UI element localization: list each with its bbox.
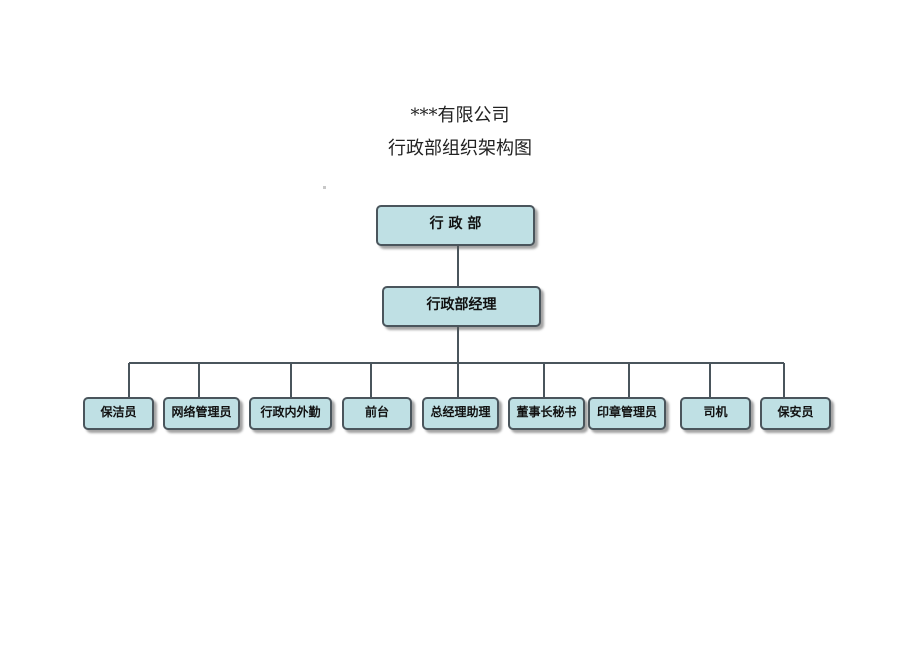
node-staff: 保安员 xyxy=(760,397,831,430)
chart-title: 行政部组织架构图 xyxy=(388,138,532,159)
node-staff: 行政内外勤 xyxy=(249,397,332,430)
node-staff: 网络管理员 xyxy=(163,397,240,430)
company-title: ***有限公司 xyxy=(410,105,510,126)
node-staff: 董事长秘书 xyxy=(508,397,585,430)
node-staff: 总经理助理 xyxy=(422,397,499,430)
node-staff: 印章管理员 xyxy=(588,397,666,430)
node-staff: 司机 xyxy=(680,397,751,430)
stray-dot xyxy=(323,186,326,189)
node-staff: 保洁员 xyxy=(83,397,154,430)
node-staff: 前台 xyxy=(342,397,412,430)
node-root: 行 政 部 xyxy=(376,205,535,246)
node-manager: 行政部经理 xyxy=(382,286,541,327)
